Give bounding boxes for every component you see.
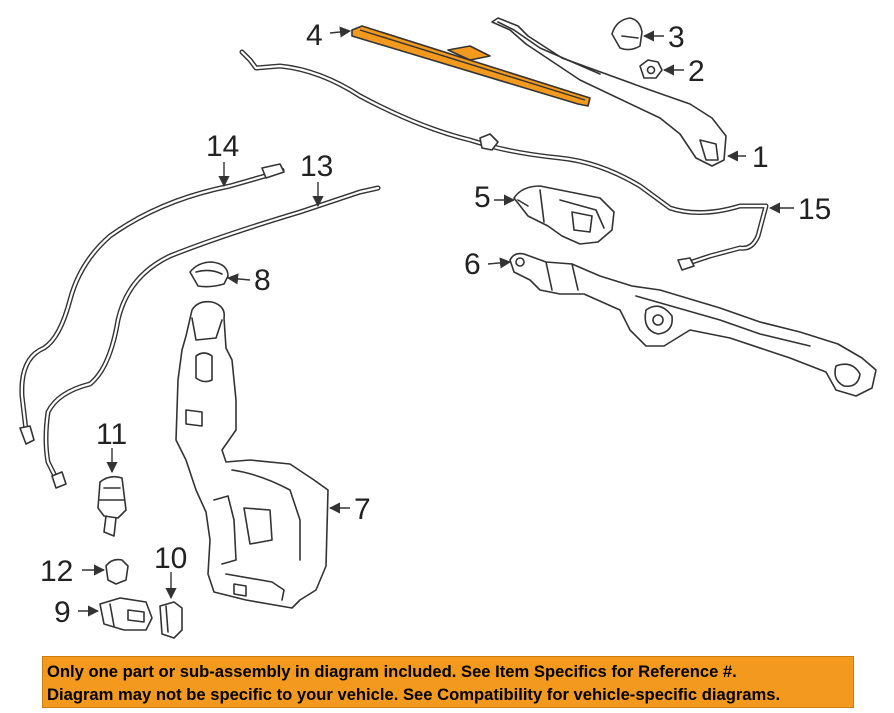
callout-2-label: 2	[688, 55, 705, 88]
cap-part-3[interactable]	[611, 17, 643, 51]
wiper-blade-part-4[interactable]	[351, 25, 591, 107]
washer-pump-part-11[interactable]	[97, 475, 127, 537]
seal-part-10[interactable]	[159, 601, 183, 639]
wiper-motor-part-5[interactable]	[513, 185, 615, 245]
callout-11-label: 11	[96, 418, 127, 451]
callout-6: 6	[464, 248, 512, 281]
callout-14-label: 14	[206, 130, 239, 163]
callout-9: 9	[54, 596, 100, 629]
disclaimer-line-1: Only one part or sub-assembly in diagram…	[47, 662, 737, 681]
callout-1-label: 1	[752, 141, 769, 174]
callout-12: 12	[40, 555, 106, 588]
callout-10-label: 10	[154, 542, 187, 575]
callout-6-label: 6	[464, 248, 481, 281]
callout-9-label: 9	[54, 596, 71, 629]
wiper-linkage-part-6[interactable]	[509, 252, 877, 397]
disclaimer-line-2: Diagram may not be specific to your vehi…	[47, 685, 781, 704]
callout-8: 8	[226, 264, 271, 297]
callout-11: 11	[96, 418, 127, 474]
wiper-arm-part-1[interactable]	[491, 17, 727, 167]
callout-13-label: 13	[300, 150, 333, 183]
callout-5: 5	[474, 181, 516, 214]
washer-hose-part-15[interactable]	[239, 49, 769, 271]
callout-12-label: 12	[40, 555, 73, 588]
callout-1: 1	[726, 141, 769, 174]
callout-7-label: 7	[354, 493, 371, 526]
callout-7: 7	[328, 493, 371, 526]
callout-4-label: 4	[306, 19, 323, 52]
callout-14: 14	[206, 130, 239, 188]
callout-8-label: 8	[254, 264, 271, 297]
disclaimer-banner: Only one part or sub-assembly in diagram…	[42, 656, 854, 708]
callout-5-label: 5	[474, 181, 491, 214]
callout-15: 15	[768, 193, 831, 226]
callout-13: 13	[300, 150, 333, 208]
callout-10: 10	[154, 542, 187, 600]
grommet-part-12[interactable]	[105, 558, 129, 585]
washer-hose-part-13[interactable]	[43, 185, 381, 489]
washer-hose-part-14[interactable]	[19, 163, 285, 445]
callout-4: 4	[306, 19, 352, 52]
level-sensor-part-9[interactable]	[99, 597, 153, 631]
reservoir-cap-part-8[interactable]	[189, 261, 229, 288]
callout-15-label: 15	[798, 193, 831, 226]
callout-2: 2	[662, 55, 705, 88]
nut-part-2[interactable]	[639, 59, 663, 79]
callout-3-label: 3	[668, 21, 685, 54]
callout-3: 3	[642, 21, 685, 54]
washer-reservoir-part-7[interactable]	[175, 300, 329, 609]
